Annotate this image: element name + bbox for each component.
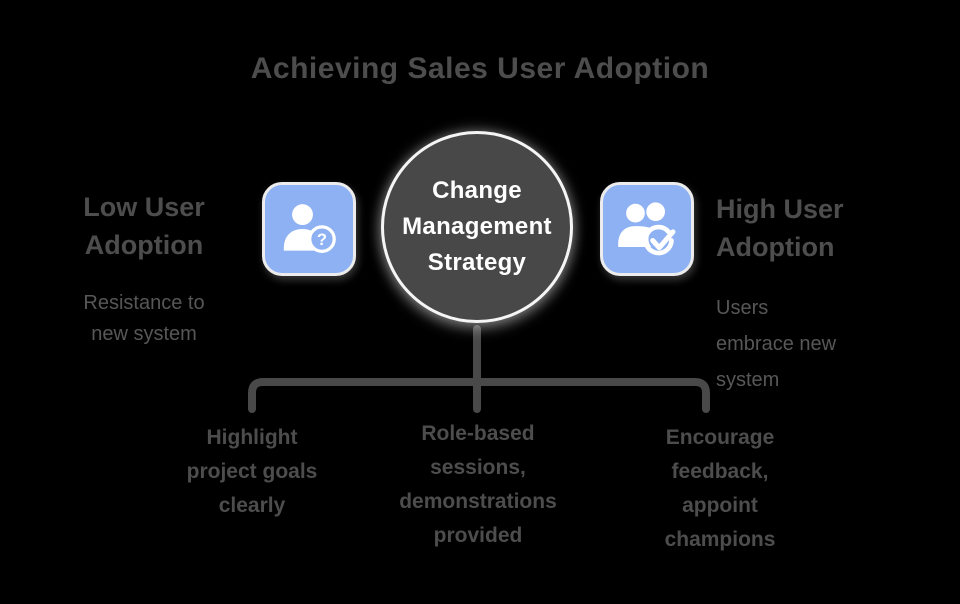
strategy-item-highlight-goals: Highlight project goals clearly	[152, 421, 352, 523]
heading-line: High User	[716, 194, 844, 224]
user-question-glyph: ?	[283, 204, 336, 253]
item-line: Encourage	[665, 426, 775, 449]
person-head	[646, 202, 665, 222]
item-line: demonstrations	[399, 490, 557, 513]
low-adoption-block: Low User Adoption Resistance to new syst…	[28, 188, 260, 350]
diagram-title: Achieving Sales User Adoption	[250, 52, 710, 85]
high-adoption-heading: High User Adoption	[716, 190, 941, 266]
connector-bracket	[248, 378, 710, 413]
heading-line: Adoption	[716, 232, 835, 262]
users-check-glyph	[618, 202, 676, 256]
check-mark	[650, 229, 676, 251]
circle-label-line: Change	[432, 177, 522, 204]
item-line: champions	[664, 528, 776, 551]
subtitle-line: Resistance to	[83, 292, 205, 314]
low-adoption-heading: Low User Adoption	[28, 188, 260, 264]
subtitle-line: embrace new	[716, 333, 837, 355]
user-question-icon: ?	[262, 182, 356, 276]
high-adoption-subtitle: Users embrace new system	[716, 290, 941, 398]
item-line: appoint	[682, 494, 758, 517]
strategy-item-encourage-feedback: Encourage feedback, appoint champions	[620, 421, 820, 557]
heading-line: Adoption	[84, 230, 204, 260]
heading-line: Low User	[83, 192, 205, 222]
circle-label-line: Strategy	[427, 249, 527, 276]
question-badge	[308, 225, 336, 253]
item-line: clearly	[218, 494, 286, 517]
circle-label-line: Management	[402, 213, 552, 240]
item-line: Role-based	[421, 422, 535, 445]
high-adoption-block: High User Adoption Users embrace new sys…	[716, 190, 941, 398]
users-check-icon	[600, 182, 694, 276]
subtitle-line: Users	[716, 297, 769, 319]
item-line: sessions,	[430, 456, 526, 479]
circle-label: Change Management Strategy	[402, 173, 552, 281]
item-line: provided	[433, 524, 523, 547]
person-head	[626, 203, 645, 223]
check-ring	[643, 224, 674, 256]
item-line: feedback,	[671, 460, 769, 483]
question-mark: ?	[317, 230, 327, 249]
low-adoption-subtitle: Resistance to new system	[28, 288, 260, 350]
subtitle-line: system	[716, 369, 780, 391]
item-line: project goals	[186, 460, 318, 483]
subtitle-line: new system	[91, 323, 197, 345]
person-head	[292, 204, 313, 226]
strategy-item-role-based-sessions: Role-based sessions, demonstrations prov…	[378, 417, 578, 553]
item-line: Highlight	[206, 426, 298, 449]
change-management-circle: Change Management Strategy	[381, 131, 573, 323]
